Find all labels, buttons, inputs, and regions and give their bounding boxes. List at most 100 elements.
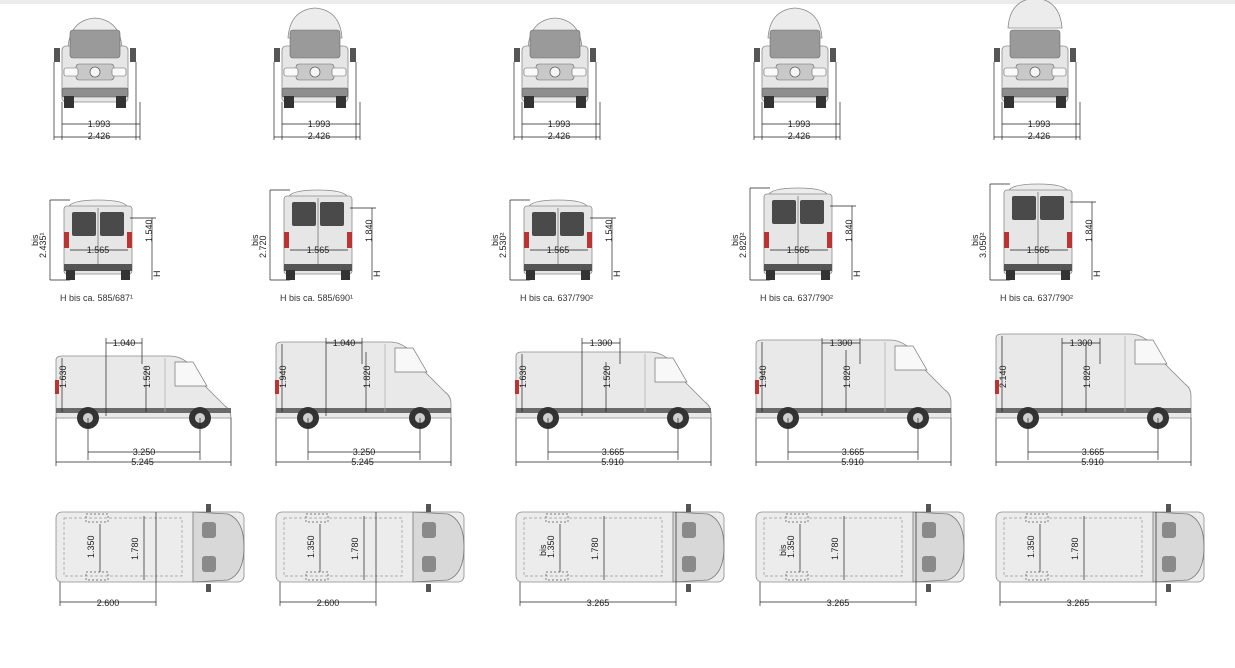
van-side-illustration <box>515 351 712 429</box>
top-view: bis 1.350 1.780 3.265 <box>750 500 990 615</box>
van-side-illustration <box>55 355 232 429</box>
rear-door-height-label: 1.540 <box>144 219 154 242</box>
side-body-height-label: 2.140 <box>998 365 1008 388</box>
rear-view: bis 2.530² 1.540 1.565 H H bis ca. 637/7… <box>490 180 750 305</box>
rear-bis-label: bis <box>250 234 260 246</box>
rear-door-width-label: 1.565 <box>1027 245 1050 255</box>
rear-h-label: H <box>852 271 862 278</box>
top-view-drawing: bis 1.350 1.780 3.265 <box>515 504 725 608</box>
side-cargo-height-label: 1.820 <box>362 365 372 388</box>
side-view: 1.300 1.940 1.820 3.665 5.910 <box>750 320 990 470</box>
side-view-drawing: 1.040 1.630 1.520 3.250 5.245 <box>55 338 232 467</box>
top-view-drawing: 1.350 1.780 2.600 <box>275 504 465 608</box>
front-width-label: 2.426 <box>788 131 811 141</box>
rear-door-width-label: 1.565 <box>787 245 810 255</box>
front-width-label: 2.426 <box>88 131 111 141</box>
rear-view-drawing: bis 2.820² 1.840 1.565 H <box>730 187 862 281</box>
front-view-drawing: 1.993 2.426 <box>53 17 141 141</box>
top-view: 1.350 1.780 3.265 <box>990 500 1230 615</box>
top-view: 1.350 1.780 2.600 <box>50 500 290 615</box>
van-top-illustration <box>995 504 1205 592</box>
van-front-illustration <box>754 7 836 108</box>
rear-view-drawing: bis 2.530² 1.540 1.565 H <box>490 199 622 281</box>
van-top-illustration <box>55 504 245 592</box>
rear-door-height-label: 1.840 <box>1084 219 1094 242</box>
side-cargo-height-label: 1.820 <box>1082 365 1092 388</box>
side-view: 1.300 1.630 1.520 3.665 5.910 <box>510 320 750 470</box>
front-track-label: 1.993 <box>88 119 111 129</box>
top-cargo-length-label: 2.600 <box>97 598 120 608</box>
side-cargo-height-label: 1.520 <box>142 365 152 388</box>
side-wheelbase-label: 3.665 <box>1082 447 1105 457</box>
top-cargo-width-label: 1.780 <box>350 537 360 560</box>
side-body-height-label: 1.630 <box>518 365 528 388</box>
side-roof-length-label: 1.040 <box>333 338 356 348</box>
rear-h-label: H <box>612 271 622 278</box>
side-view: 1.040 1.940 1.820 3.250 5.245 <box>270 320 510 470</box>
rear-caption: H bis ca. 637/790² <box>760 293 834 303</box>
side-roof-length-label: 1.040 <box>113 338 136 348</box>
rear-view: bis 3.050² 1.840 1.565 H H bis ca. 637/7… <box>970 180 1230 305</box>
van-side-illustration <box>755 339 952 429</box>
front-width-label: 2.426 <box>1028 131 1051 141</box>
top-bis-label: bis <box>778 544 788 556</box>
rear-caption: H bis ca. 637/790² <box>520 293 594 303</box>
rear-view-drawing: bis 2.720 1.840 1.565 H <box>250 189 382 281</box>
top-view-drawing: 1.350 1.780 2.600 <box>55 504 245 608</box>
front-view: 1.993 2.426 <box>750 7 990 148</box>
van-front-illustration <box>274 7 356 108</box>
van-top-illustration <box>515 504 725 592</box>
side-body-height-label: 1.940 <box>278 365 288 388</box>
front-view-drawing: 1.993 2.426 <box>273 7 361 141</box>
rear-h-label: H <box>372 271 382 278</box>
top-view: bis 1.350 1.780 3.265 <box>510 500 750 615</box>
side-length-label: 5.910 <box>1081 457 1104 467</box>
front-track-label: 1.993 <box>1028 119 1051 129</box>
van-rear-illustration <box>523 199 593 280</box>
rear-door-width-label: 1.565 <box>87 245 110 255</box>
top-cargo-width-label: 1.780 <box>830 537 840 560</box>
rear-total-height-label: 2.435¹ <box>38 232 48 258</box>
rear-total-height-label: 2.820² <box>738 232 748 258</box>
side-roof-length-label: 1.300 <box>590 338 613 348</box>
front-track-label: 1.993 <box>308 119 331 129</box>
front-view: 1.993 2.426 <box>270 7 510 148</box>
side-view-drawing: 1.040 1.940 1.820 3.250 5.245 <box>275 338 452 467</box>
side-cargo-height-label: 1.520 <box>602 365 612 388</box>
van-top-illustration <box>755 504 965 592</box>
top-inner-width-label: 1.350 <box>786 535 796 558</box>
top-cargo-length-label: 3.265 <box>1067 598 1090 608</box>
side-body-height-label: 1.630 <box>58 365 68 388</box>
top-cargo-length-label: 3.265 <box>587 598 610 608</box>
rear-door-height-label: 1.540 <box>604 219 614 242</box>
front-view-drawing: 1.993 2.426 <box>513 17 601 141</box>
rear-door-height-label: 1.840 <box>364 219 374 242</box>
van-front-illustration <box>514 17 596 108</box>
front-width-label: 2.426 <box>308 131 331 141</box>
top-cargo-width-label: 1.780 <box>130 537 140 560</box>
rear-bis-label: bis <box>730 234 740 246</box>
rear-view-drawing: bis 2.435¹ 1.540 1.565 H <box>30 199 162 281</box>
front-width-label: 2.426 <box>548 131 571 141</box>
top-view: 1.350 1.780 2.600 <box>270 500 510 615</box>
van-front-illustration <box>54 17 136 108</box>
side-body-height-label: 1.940 <box>758 365 768 388</box>
front-view: 1.993 2.426 <box>510 8 750 148</box>
side-wheelbase-label: 3.665 <box>602 447 625 457</box>
top-inner-width-label: 1.350 <box>1026 535 1036 558</box>
front-view-drawing: 1.993 2.426 <box>753 7 841 141</box>
top-cargo-width-label: 1.780 <box>590 537 600 560</box>
side-length-label: 5.910 <box>601 457 624 467</box>
rear-h-label: H <box>152 271 162 278</box>
van-side-illustration <box>995 333 1192 429</box>
side-view-drawing: 1.300 1.940 1.820 3.665 5.910 <box>755 338 952 467</box>
rear-caption: H bis ca. 585/690¹ <box>280 293 354 303</box>
vehicle-column-4: 1.993 2.426 <box>730 0 990 668</box>
vehicle-column-3: 1.993 2.426 <box>490 0 750 668</box>
van-top-illustration <box>275 504 465 592</box>
rear-total-height-label: 2.530² <box>498 232 508 258</box>
side-view: 1.040 1.630 1.520 3.250 5.245 <box>50 320 290 470</box>
front-view-drawing: 1.993 2.426 <box>993 0 1081 141</box>
van-rear-illustration <box>1003 183 1073 280</box>
rear-total-height-label: 2.720 <box>258 235 268 258</box>
